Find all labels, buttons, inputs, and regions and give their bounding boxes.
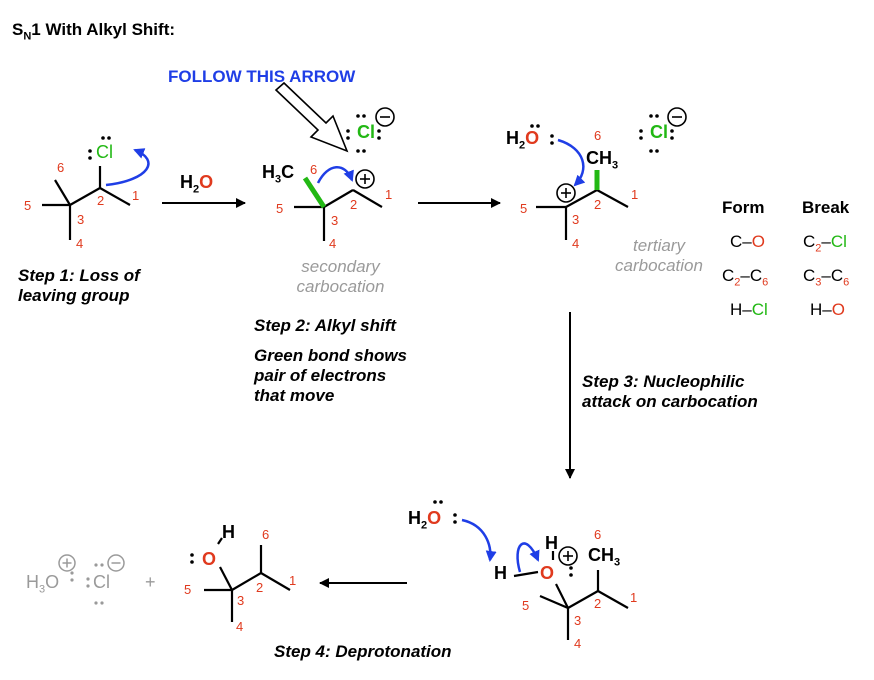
positive-charge-icon [558,546,578,566]
carbon-number-4: 4 [236,619,244,634]
atom-hydrogen-transfer: H [494,563,507,583]
step4-label: Step 4: Deprotonation [274,642,452,661]
carbon-number-1: 1 [132,188,140,203]
break-header: Break [802,198,850,217]
negative-charge-icon [667,107,687,127]
byproduct-charge-symbols [58,554,125,572]
carbon-number-6: 6 [310,162,318,177]
molecule-secondary-carbocation [294,189,383,241]
carbon-number-5: 5 [522,598,530,613]
byproduct-chloride: Cl [93,572,110,592]
carbon-number-4: 4 [329,236,337,251]
carbon-number-1: 1 [630,590,638,605]
atom-hydrogen-oxonium: H [545,533,558,553]
methyl-group-ch3: CH3 [588,545,621,569]
form-bond-c2-c6: C2–C6 [722,266,769,289]
carbon-number-6: 6 [57,160,65,175]
atom-oxygen-alcohol: O [202,549,217,569]
carbon-number-2: 2 [97,193,105,208]
methyl-group-ch3: CH3 [586,148,619,172]
reagent-water: H2O [180,172,214,196]
water-base: H2O [408,508,442,532]
positive-charge-icon [556,183,576,203]
green-bond-migrating [302,176,327,209]
molecule-oxonium [513,551,629,640]
carbon-number-4: 4 [574,636,582,651]
break-bond-c3-c6: C3–C6 [803,266,850,289]
carbon-number-2: 2 [594,197,602,212]
molecule-starting-chloride [42,166,131,240]
carbon-number-4: 4 [76,236,84,251]
cl-lone-pairs-1 [88,136,111,160]
carbon-number-6: 6 [262,527,270,542]
curved-arrow-deprotonation-2 [516,542,540,573]
form-bond-h-cl: H–Cl [730,300,768,319]
byproduct-plus: + [145,572,156,592]
form-bond-c-o: C–O [730,232,765,251]
carbon-number-3: 3 [331,213,339,228]
cl-anion-lone-pairs-1 [346,114,381,153]
carbon-number-1: 1 [631,187,639,202]
negative-charge-icon [107,554,125,572]
break-bond-c2-cl: C2–Cl [803,232,847,255]
curved-arrow-deprotonation-1 [461,518,497,562]
molecule-tertiary-carbocation [536,189,629,240]
molecule-alcohol-product [204,537,291,622]
methyl-group-h3c: H23C [262,162,295,186]
atom-chlorine: Cl [96,142,113,162]
water-lone-pairs-1 [530,124,554,145]
carbon-number-2: 2 [594,596,602,611]
follow-arrow-label: FOLLOW THIS ARROW [168,67,356,86]
step2-label: Step 2: Alkyl shift [254,316,397,335]
byproduct-hydronium: H3O [26,572,60,596]
water-lone-pairs-2 [433,500,457,524]
curved-arrow-water-attack [557,138,586,187]
carbon-number-3: 3 [572,212,580,227]
carbon-number-3: 3 [237,593,245,608]
page-title: SN1 With Alkyl Shift: [12,20,176,43]
form-header: Form [722,198,765,217]
oxonium-lone-pair [569,566,573,577]
break-bond-h-o: H–O [810,300,845,319]
carbon-number-3: 3 [77,212,85,227]
atom-hydrogen-alcohol: H [222,522,235,542]
chloride-anion: Cl [650,122,668,142]
charge-symbols [355,107,687,566]
carbon-number-6: 6 [594,527,602,542]
carbon-number-2: 2 [256,580,264,595]
water-nucleophile: H2O [506,128,540,152]
negative-charge-icon [375,107,395,127]
cl-anion-lone-pairs-2 [639,114,674,153]
positive-charge-icon [58,554,76,572]
follow-hollow-arrow [274,81,349,153]
carbon-number-5: 5 [276,201,284,216]
carbon-number-4: 4 [572,236,580,251]
carbon-number-3: 3 [574,613,582,628]
positive-charge-icon [355,169,375,189]
atom-oxygen-oxonium: O [540,563,555,583]
chloride-anion: Cl [357,122,375,142]
carbon-number-2: 2 [350,197,358,212]
byproduct-lone-pairs [70,563,104,605]
carbon-number-5: 5 [184,582,192,597]
carbon-number-1: 1 [385,187,393,202]
carbon-number-1: 1 [289,573,297,588]
alcohol-lone-pairs [190,553,194,564]
carbon-number-6: 6 [594,128,602,143]
curved-arrow-alkyl-shift [316,166,354,184]
curved-arrow-cl-leaving [105,148,150,187]
carbon-number-5: 5 [24,198,32,213]
carbon-number-5: 5 [520,201,528,216]
